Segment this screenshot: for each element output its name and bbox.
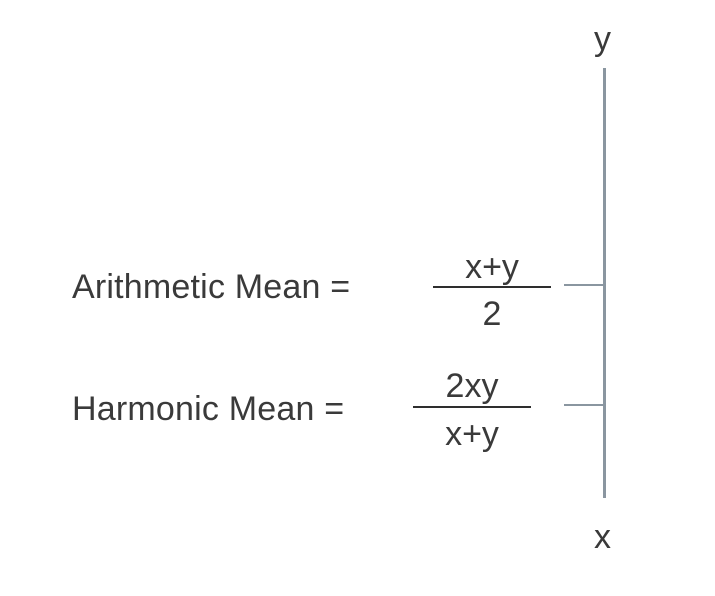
harmonic-mean-denominator: x+y (445, 415, 499, 453)
axis-label-x: x (594, 518, 611, 556)
harmonic-mean-label: Harmonic Mean = (72, 390, 345, 428)
arithmetic-mean-axis-tick (564, 284, 604, 286)
harmonic-mean-fraction-bar (413, 406, 531, 408)
harmonic-mean-axis-tick (564, 404, 604, 406)
arithmetic-mean-denominator: 2 (482, 295, 502, 333)
arithmetic-mean-numerator: x+y (465, 248, 519, 286)
arithmetic-mean-fraction-bar (433, 286, 551, 288)
vertical-axis-line (603, 68, 606, 498)
harmonic-mean-numerator: 2xy (445, 367, 499, 405)
axis-label-y: y (594, 20, 611, 58)
arithmetic-mean-label: Arithmetic Mean = (72, 268, 351, 306)
